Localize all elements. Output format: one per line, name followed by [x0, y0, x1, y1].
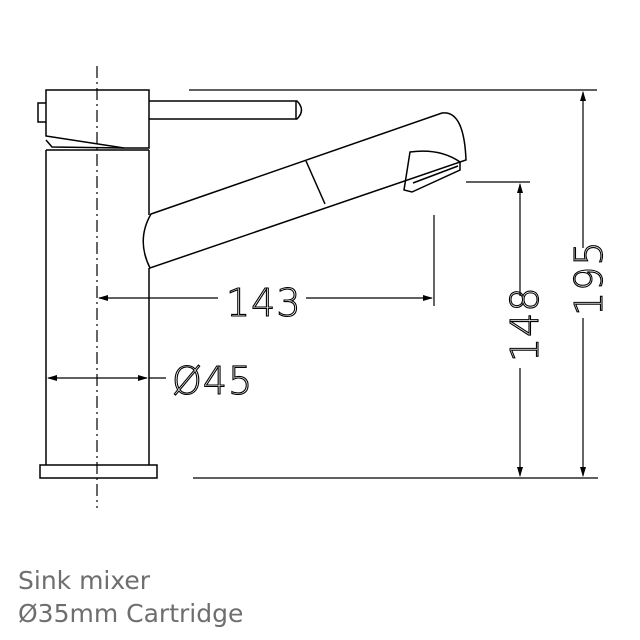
dimension-label-body-diameter: Ø45	[172, 359, 253, 403]
dimension-label-spout-reach: 143	[226, 281, 302, 325]
dimension-spout-reach	[98, 215, 435, 306]
dimension-label-spout-height: 148	[503, 286, 547, 362]
caption-cartridge-spec: Ø35mm Cartridge	[18, 599, 244, 628]
dimension-label-total-height: 195	[567, 240, 611, 316]
spout	[142, 112, 467, 269]
mixer-body	[37, 89, 303, 479]
caption-product-name: Sink mixer	[18, 566, 151, 595]
